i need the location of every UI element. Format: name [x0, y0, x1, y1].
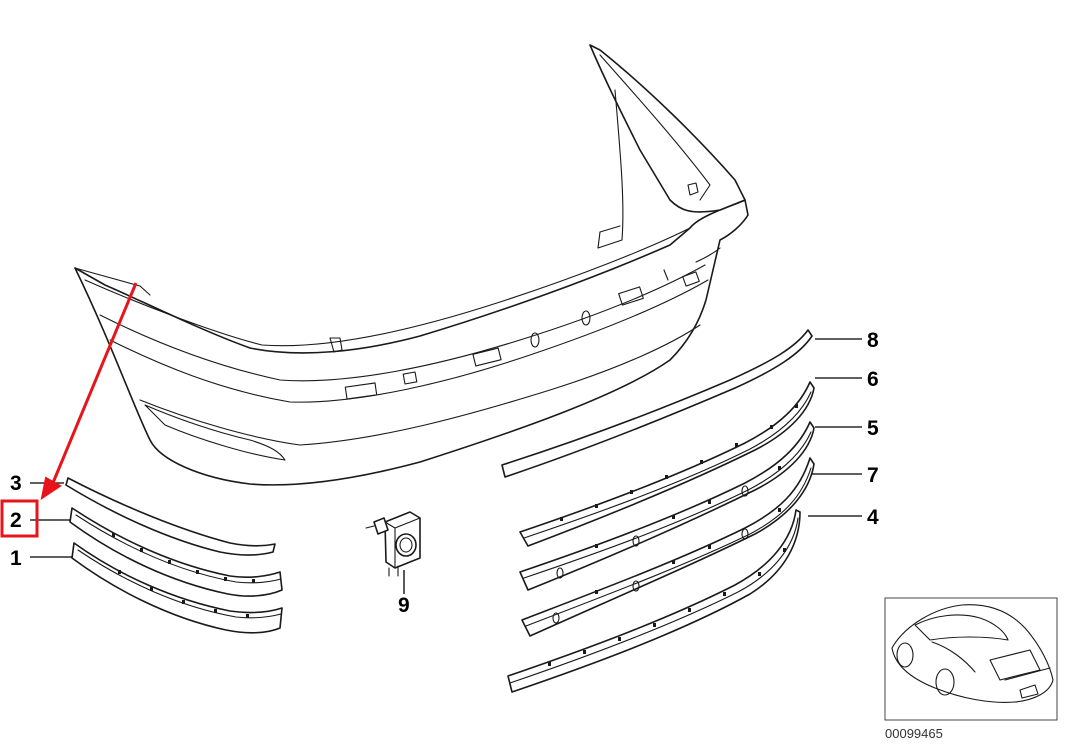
trim-strip-right-upper: [501, 329, 813, 478]
moulding-left-lower: [71, 542, 283, 634]
moulding-right-1: [519, 381, 815, 547]
rear-bumper-cover: [74, 44, 749, 486]
callout-3: 3: [10, 472, 22, 495]
callout-2: 2: [10, 509, 22, 532]
document-number: 00099465: [885, 726, 943, 741]
highlight-arrow: [40, 282, 138, 501]
highlight-box: [0, 499, 39, 538]
callout-4: 4: [867, 506, 879, 529]
callout-9: 9: [398, 594, 410, 617]
moulding-right-2: [519, 421, 815, 591]
trim-strip-left-upper: [65, 477, 276, 556]
callout-6: 6: [867, 368, 879, 391]
callout-8: 8: [867, 329, 879, 352]
pdc-sensor-bracket: [365, 511, 421, 577]
callout-1: 1: [10, 547, 22, 570]
callout-7: 7: [867, 464, 879, 487]
moulding-right-lower: [507, 509, 801, 693]
moulding-left-middle: [69, 507, 283, 597]
moulding-right-3: [521, 457, 815, 637]
car-thumbnail: [884, 597, 1058, 721]
callout-5: 5: [867, 417, 879, 440]
